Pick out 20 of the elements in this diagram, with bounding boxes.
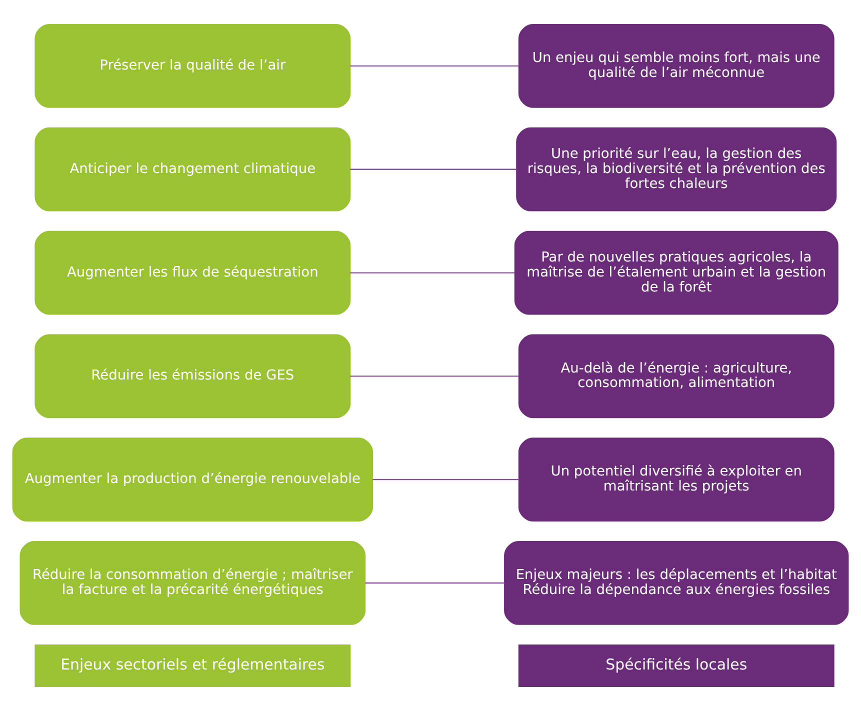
node-box: Augmenter les flux de séquestration — [34, 230, 351, 315]
node-box: Spécificités locales — [518, 644, 834, 687]
connector — [350, 272, 515, 274]
connector — [350, 168, 516, 170]
node-box: Augmenter la production d’énergie renouvelable — [12, 438, 374, 522]
connector — [350, 376, 519, 377]
node-box: Préserver la qualité de l’air — [34, 24, 351, 108]
node-box: Par de nouvelles pratiques agricoles, la maîtrise de l’étalement urbain et la gestion de la forêt — [514, 230, 838, 315]
connector — [372, 479, 519, 480]
connector — [350, 65, 519, 67]
node-box: Un enjeu qui semble moins fort, mais une qualité de l’air méconnue — [518, 24, 834, 108]
node-box: Au-delà de l’énergie : agriculture, consommation, alimentation — [518, 334, 834, 418]
node-box: Une priorité sur l’eau, la gestion des risques, la biodiversité et la prévention des fortes chaleurs — [516, 127, 837, 212]
node-box: Anticiper le changement climatique — [34, 127, 351, 212]
node-box: Enjeux sectoriels et réglementaires — [34, 644, 351, 687]
node-box: Un potentiel diversifié à exploiter en maîtrisant les projets — [518, 438, 834, 522]
node-box: Réduire les émissions de GES — [34, 334, 351, 418]
node-box: Réduire la consommation d’énergie ; maîtriser la facture et la précarité énergétiques — [20, 541, 366, 625]
node-box: Enjeux majeurs : les déplacements et l’habitat Réduire la dépendance aux énergies fossiles — [504, 541, 849, 625]
connector — [365, 582, 505, 584]
